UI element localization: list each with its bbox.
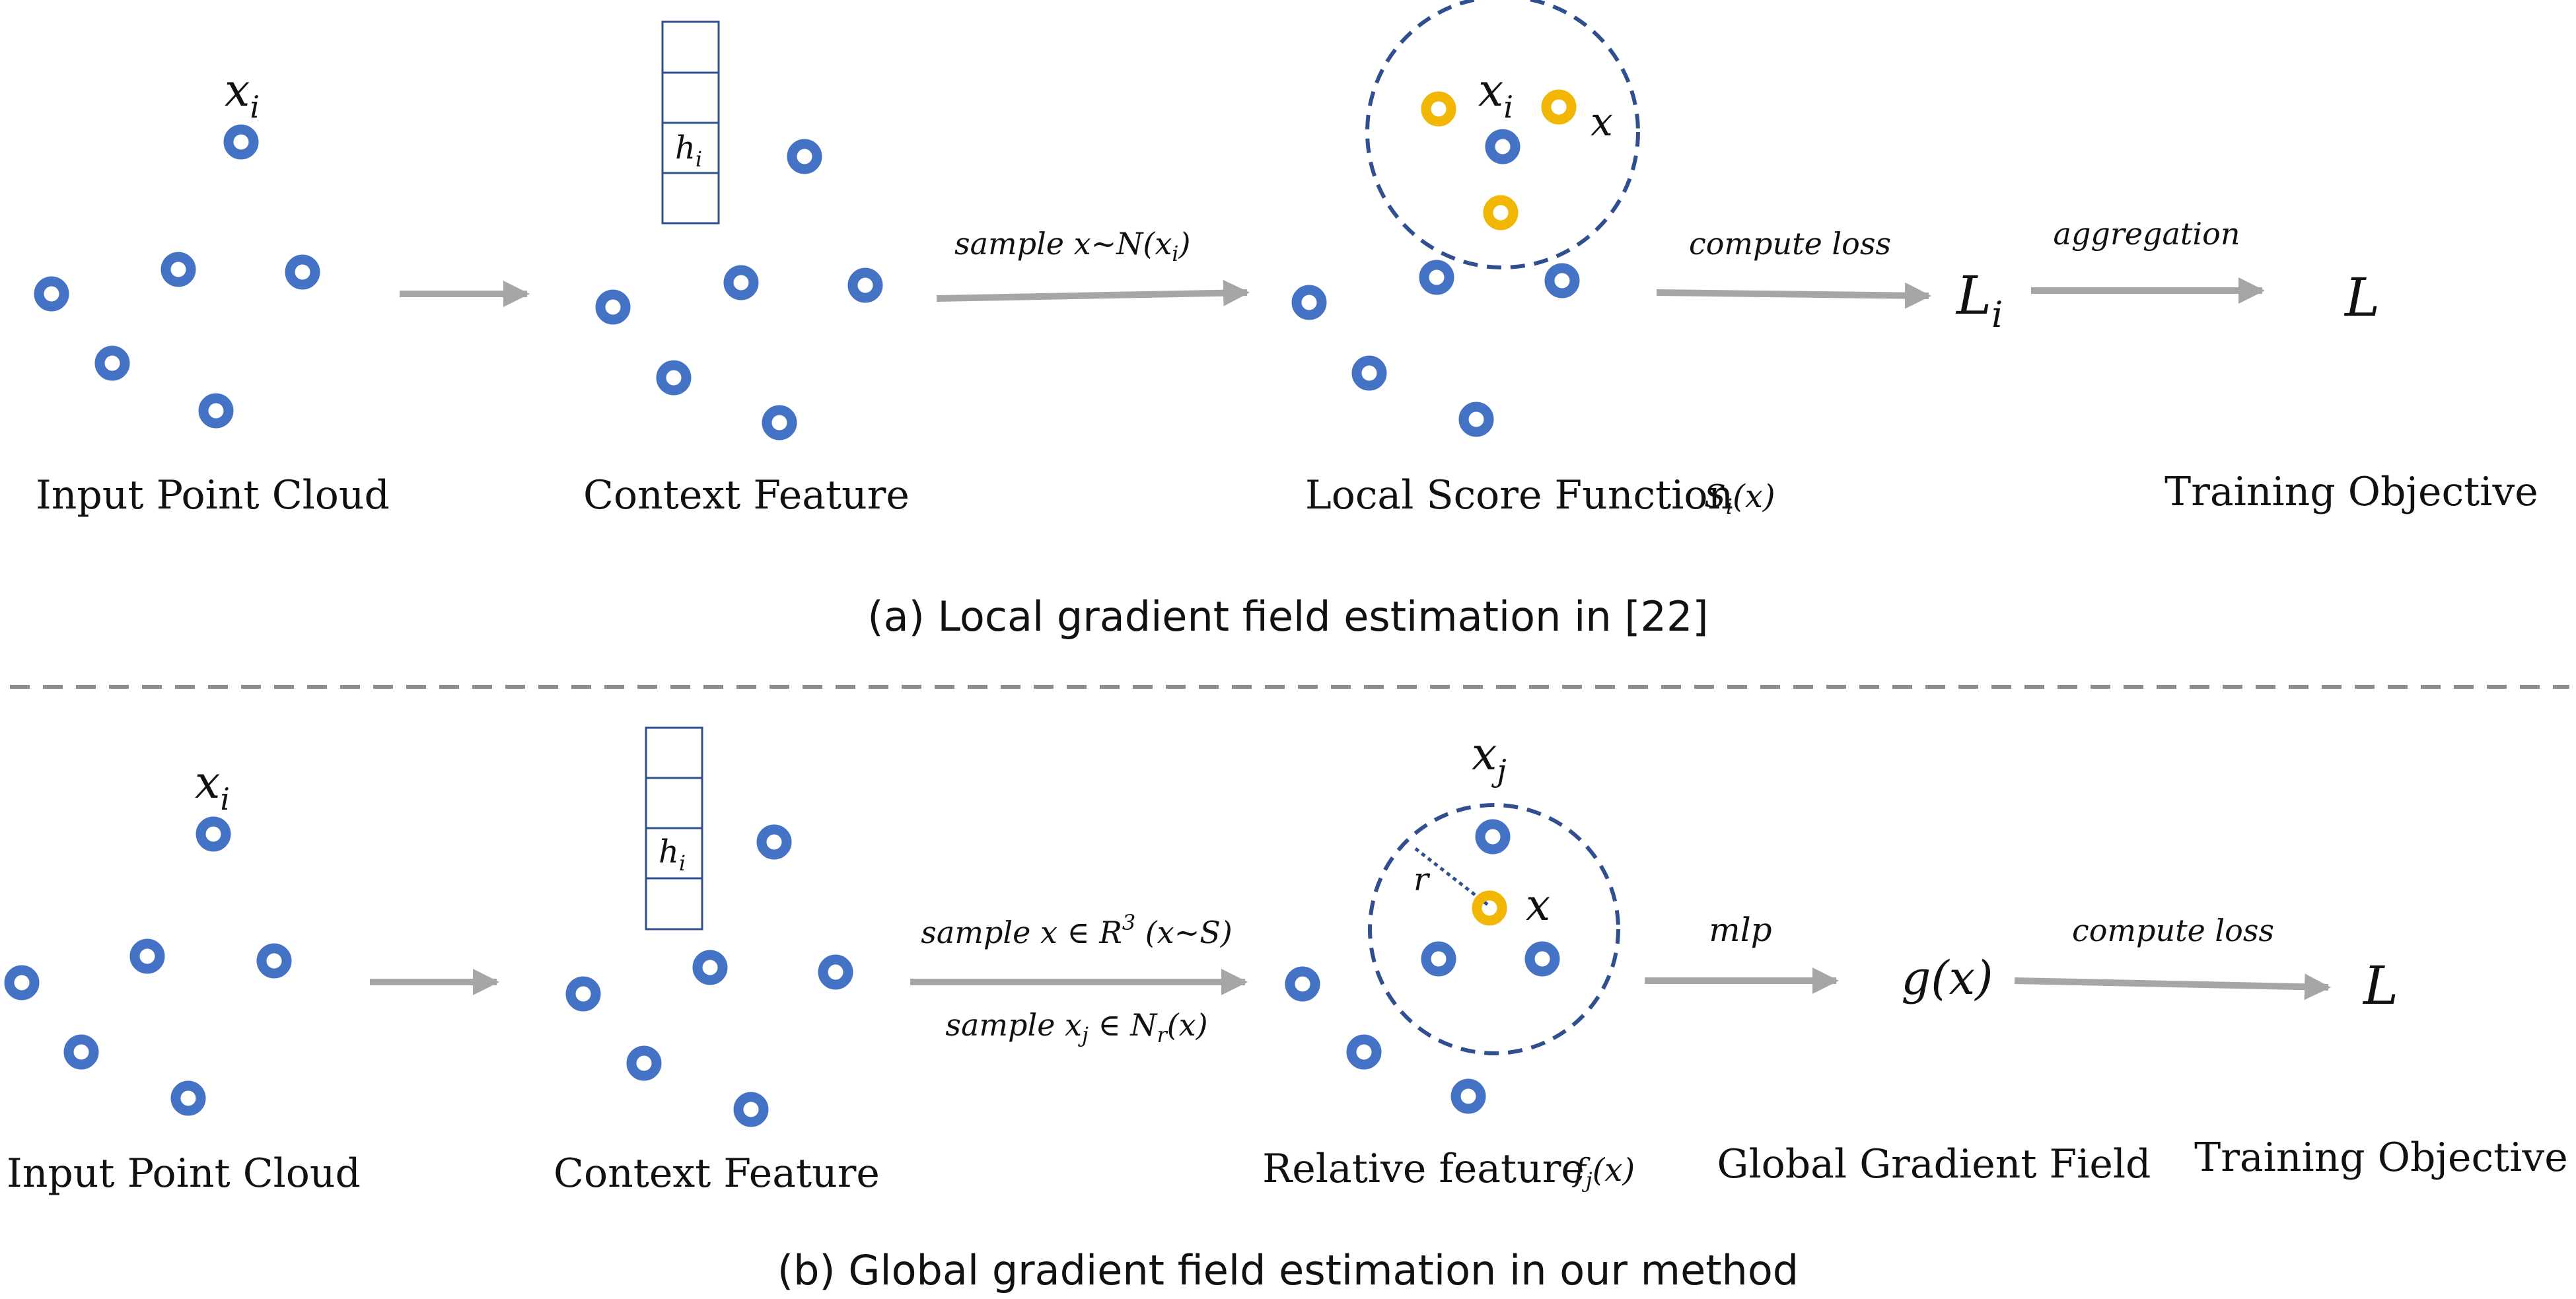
global-gradient-field-label-b: Global Gradient Field bbox=[1717, 1141, 2151, 1187]
compute-loss-label-a: compute loss bbox=[1689, 226, 1891, 262]
point bbox=[762, 405, 797, 440]
training-objective-label-a: Training Objective bbox=[2165, 469, 2538, 515]
point bbox=[692, 950, 728, 985]
gx-label-b: g(x) bbox=[1902, 951, 1993, 1005]
feature-vector-a bbox=[661, 20, 720, 225]
point bbox=[847, 267, 883, 303]
xj-label-b: xj bbox=[1472, 728, 1507, 789]
point bbox=[733, 1092, 769, 1127]
point bbox=[1475, 819, 1511, 855]
r-label: r bbox=[1413, 861, 1431, 898]
circle-x-label-b: x bbox=[1526, 880, 1550, 930]
sample-point bbox=[1472, 890, 1507, 926]
input-point-cloud-label-a: Input Point Cloud bbox=[36, 472, 390, 518]
panel-a: xi Input Point Cloud hi Context Feature … bbox=[34, 0, 2538, 641]
mlp-label-b: mlp bbox=[1709, 911, 1771, 949]
point bbox=[565, 976, 601, 1012]
context-feature-label-b: Context Feature bbox=[554, 1150, 880, 1197]
point bbox=[723, 265, 759, 300]
rel-fn-label-b: fj(x) bbox=[1572, 1152, 1635, 1193]
point bbox=[787, 139, 822, 174]
xi-label-a: xi bbox=[225, 65, 260, 125]
point bbox=[1351, 355, 1387, 391]
point bbox=[1419, 260, 1454, 295]
point bbox=[129, 938, 165, 974]
hi-label-b: hi bbox=[659, 833, 686, 876]
input-point-cloud-a bbox=[34, 124, 320, 429]
sample-x-label-b: sample x ∈ R3 (x~S) bbox=[921, 910, 1232, 950]
aggregation-label-a: aggregation bbox=[2054, 216, 2240, 252]
sample-xj-label-b: sample xj ∈ Nr(x) bbox=[945, 1007, 1207, 1047]
point bbox=[656, 360, 692, 396]
point bbox=[63, 1034, 99, 1070]
circle-x-label-a: x bbox=[1591, 99, 1613, 145]
hi-label-a: hi bbox=[675, 129, 702, 172]
caption-b: (b) Global gradient field estimation in … bbox=[777, 1246, 1799, 1294]
point bbox=[1458, 402, 1494, 437]
feature-vector-b bbox=[645, 726, 703, 930]
arrow-score-to-li-a bbox=[1656, 282, 1931, 309]
point bbox=[1285, 966, 1320, 1002]
context-feature-label-a: Context Feature bbox=[583, 472, 910, 518]
point bbox=[256, 943, 292, 979]
local-score-label-a: Local Score Function bbox=[1305, 472, 1733, 518]
score-fn-label-a: Si(x) bbox=[1704, 478, 1775, 519]
compute-loss-label-b: compute loss bbox=[2072, 913, 2274, 948]
point bbox=[223, 124, 259, 160]
point bbox=[196, 816, 231, 852]
point bbox=[1524, 941, 1560, 977]
Li-label-a: Li bbox=[1955, 265, 2003, 335]
context-point-cloud-a bbox=[595, 139, 883, 440]
score-point-cloud-a bbox=[1291, 260, 1580, 437]
point bbox=[1544, 263, 1580, 298]
relative-point-cloud-b bbox=[1285, 966, 1486, 1114]
panel-b: xi Input Point Cloud hi Context Feature … bbox=[4, 726, 2568, 1294]
caption-a: (a) Local gradient field estimation in [… bbox=[867, 592, 1708, 641]
input-point-cloud-b bbox=[4, 816, 292, 1116]
xi-label-b: xi bbox=[195, 757, 230, 817]
point bbox=[94, 345, 130, 381]
point bbox=[170, 1080, 206, 1116]
sample-point bbox=[1421, 91, 1456, 127]
neighborhood-circle-a bbox=[1365, 0, 1640, 269]
arrow-context-to-score-a bbox=[936, 279, 1250, 306]
L-label-b: L bbox=[2362, 955, 2398, 1016]
sample-point bbox=[1541, 89, 1577, 125]
point bbox=[34, 276, 69, 312]
point bbox=[285, 254, 320, 290]
point bbox=[818, 954, 853, 990]
point bbox=[198, 393, 234, 429]
point bbox=[626, 1045, 662, 1081]
sample-point bbox=[1483, 195, 1519, 230]
point bbox=[1485, 129, 1521, 164]
point bbox=[1291, 285, 1327, 320]
point bbox=[1421, 941, 1456, 977]
point bbox=[161, 252, 196, 287]
point bbox=[595, 289, 631, 325]
input-point-cloud-label-b: Input Point Cloud bbox=[7, 1150, 361, 1197]
circle-xi-label-a: xi bbox=[1478, 65, 1513, 125]
relative-feature-label-b: Relative feature bbox=[1262, 1146, 1585, 1192]
point bbox=[1450, 1078, 1486, 1114]
point bbox=[4, 965, 40, 1001]
sample-label-a: sample x~N(xi) bbox=[954, 226, 1190, 266]
arrow-gx-to-l-b bbox=[2014, 973, 2331, 1001]
context-point-cloud-b bbox=[565, 824, 853, 1127]
L-label-a: L bbox=[2343, 267, 2380, 328]
neighborhood-circle-b bbox=[1368, 803, 1620, 1055]
training-objective-label-b: Training Objective bbox=[2194, 1135, 2568, 1181]
point bbox=[756, 824, 792, 860]
point bbox=[1346, 1034, 1382, 1070]
